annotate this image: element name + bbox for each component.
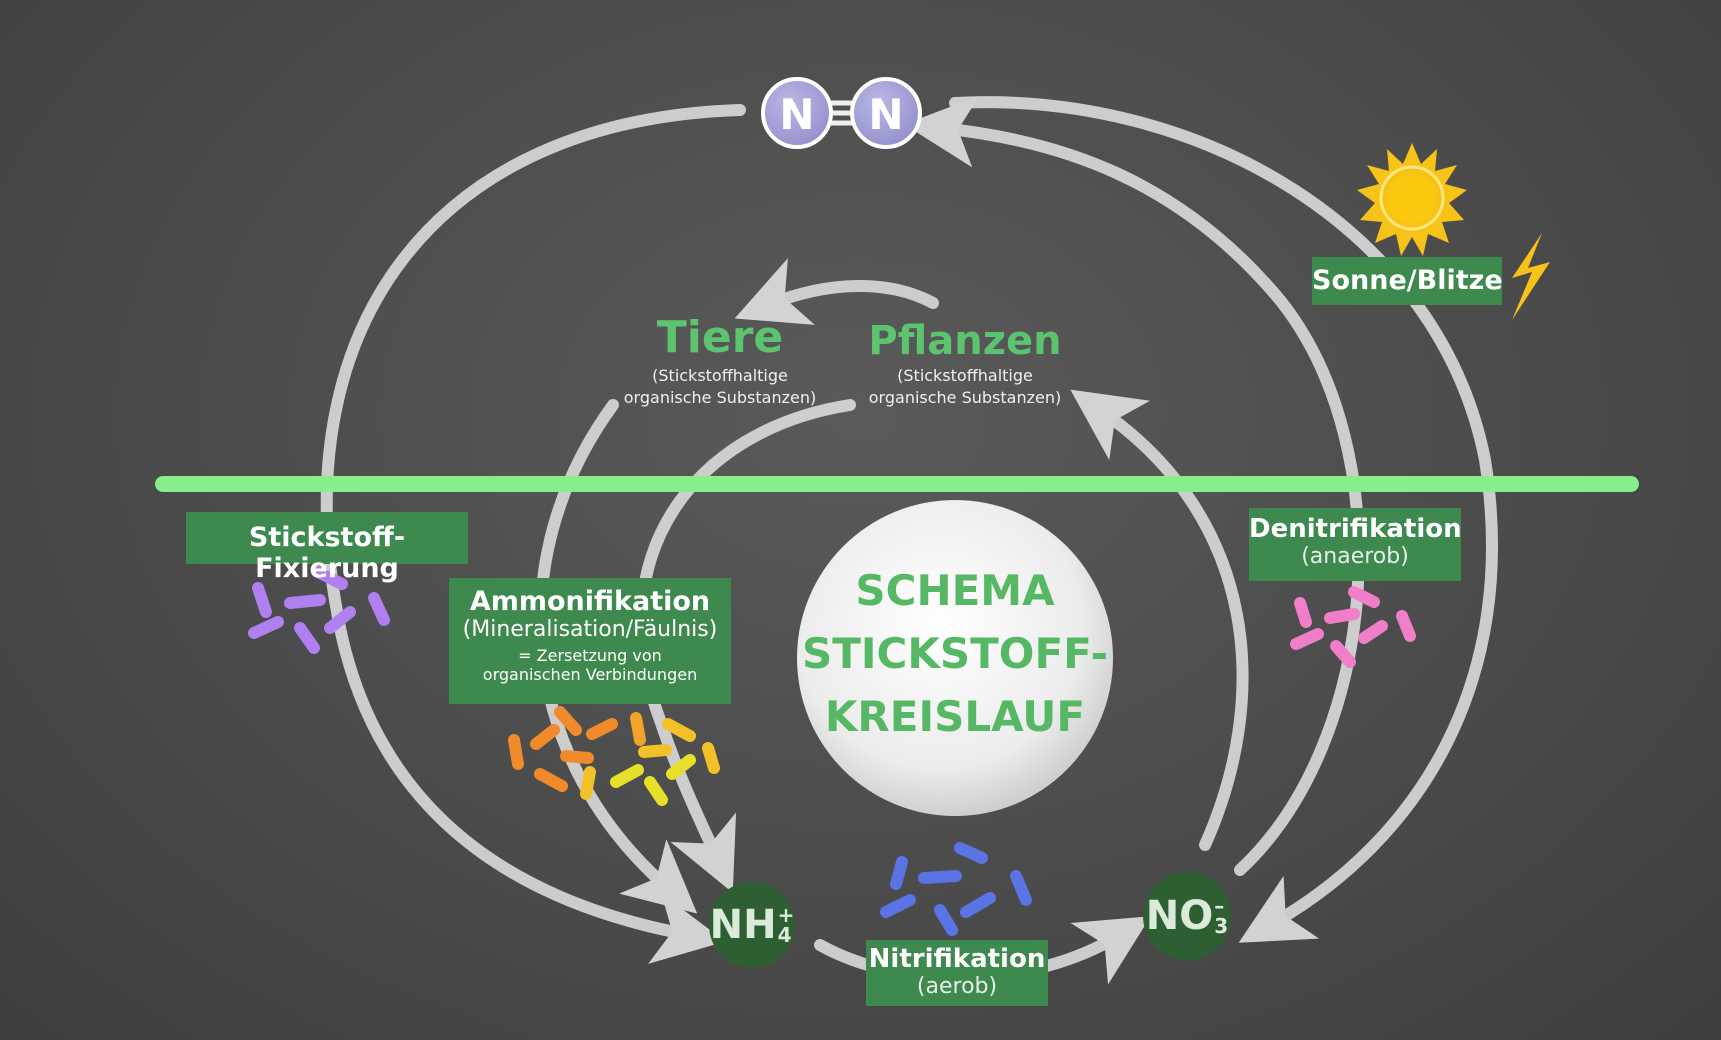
ammonification-note-1: = Zersetzung von: [518, 646, 662, 665]
ground-line: [155, 476, 1639, 492]
arrow-uptake: [1070, 389, 1249, 851]
plants-desc: (Stickstoffhaltige organische Substanzen…: [845, 365, 1085, 408]
title-line-1: SCHEMA: [855, 566, 1055, 615]
n-atom-1: [761, 77, 833, 149]
plants-title: Pflanzen: [868, 318, 1062, 364]
nitrification-title: Nitrifikation: [868, 944, 1046, 974]
animals-title: Tiere: [656, 312, 784, 363]
denitrification-label: Denitrifikation (anaerob): [1249, 508, 1462, 581]
svg-text:N: N: [868, 90, 903, 139]
nitrification-subtitle: (aerob): [916, 974, 998, 999]
ammonification-subtitle: (Mineralisation/Fäulnis): [462, 617, 718, 642]
sun-icon: [1357, 143, 1467, 256]
plants-desc-line-1: (Stickstoffhaltige: [897, 366, 1033, 385]
ammonification-bacteria: [508, 706, 720, 806]
fixation-bacteria: [248, 566, 390, 654]
arrow-sun-lightning: [949, 96, 1498, 943]
lightning-icon: [1512, 233, 1550, 320]
ammonium-ion: NH+4: [709, 882, 795, 968]
ammonification-label: Ammonifikation (Mineralisation/Fäulnis) …: [449, 578, 731, 704]
title-line-2: STICKSTOFF-: [802, 629, 1108, 678]
sun-lightning-label: Sonne/Blitze: [1312, 257, 1503, 305]
fixation-label: Stickstoff-Fixierung: [186, 512, 468, 584]
title-sphere: [797, 500, 1113, 816]
nitrification-label: Nitrifikation (aerob): [866, 940, 1048, 1006]
animals-desc-line-2: organische Substanzen): [623, 387, 817, 407]
ammonification-title: Ammonifikation: [469, 586, 711, 617]
animals-desc-line-1: (Stickstoffhaltige: [652, 366, 788, 385]
animals-desc: (Stickstoffhaltige organische Substanzen…: [600, 365, 840, 408]
nitrate-ion: NO–3: [1143, 872, 1231, 960]
svg-text:N: N: [779, 90, 814, 139]
ammonification-note-2: organischen Verbindungen: [482, 665, 698, 684]
arrow-plants-to-animals: [734, 258, 939, 325]
nitrification-bacteria: [880, 842, 1032, 936]
denitrification-subtitle: (anaerob): [1301, 544, 1409, 569]
denitrification-bacteria: [1290, 586, 1416, 668]
denitrification-title: Denitrifikation: [1249, 514, 1462, 544]
arrow-denitrification: [904, 95, 1365, 876]
title-line-3: KREISLAUF: [825, 692, 1085, 741]
n2-molecule: N N: [761, 77, 922, 149]
plants-desc-line-2: organische Substanzen): [868, 387, 1062, 407]
n-atom-2: [850, 77, 922, 149]
